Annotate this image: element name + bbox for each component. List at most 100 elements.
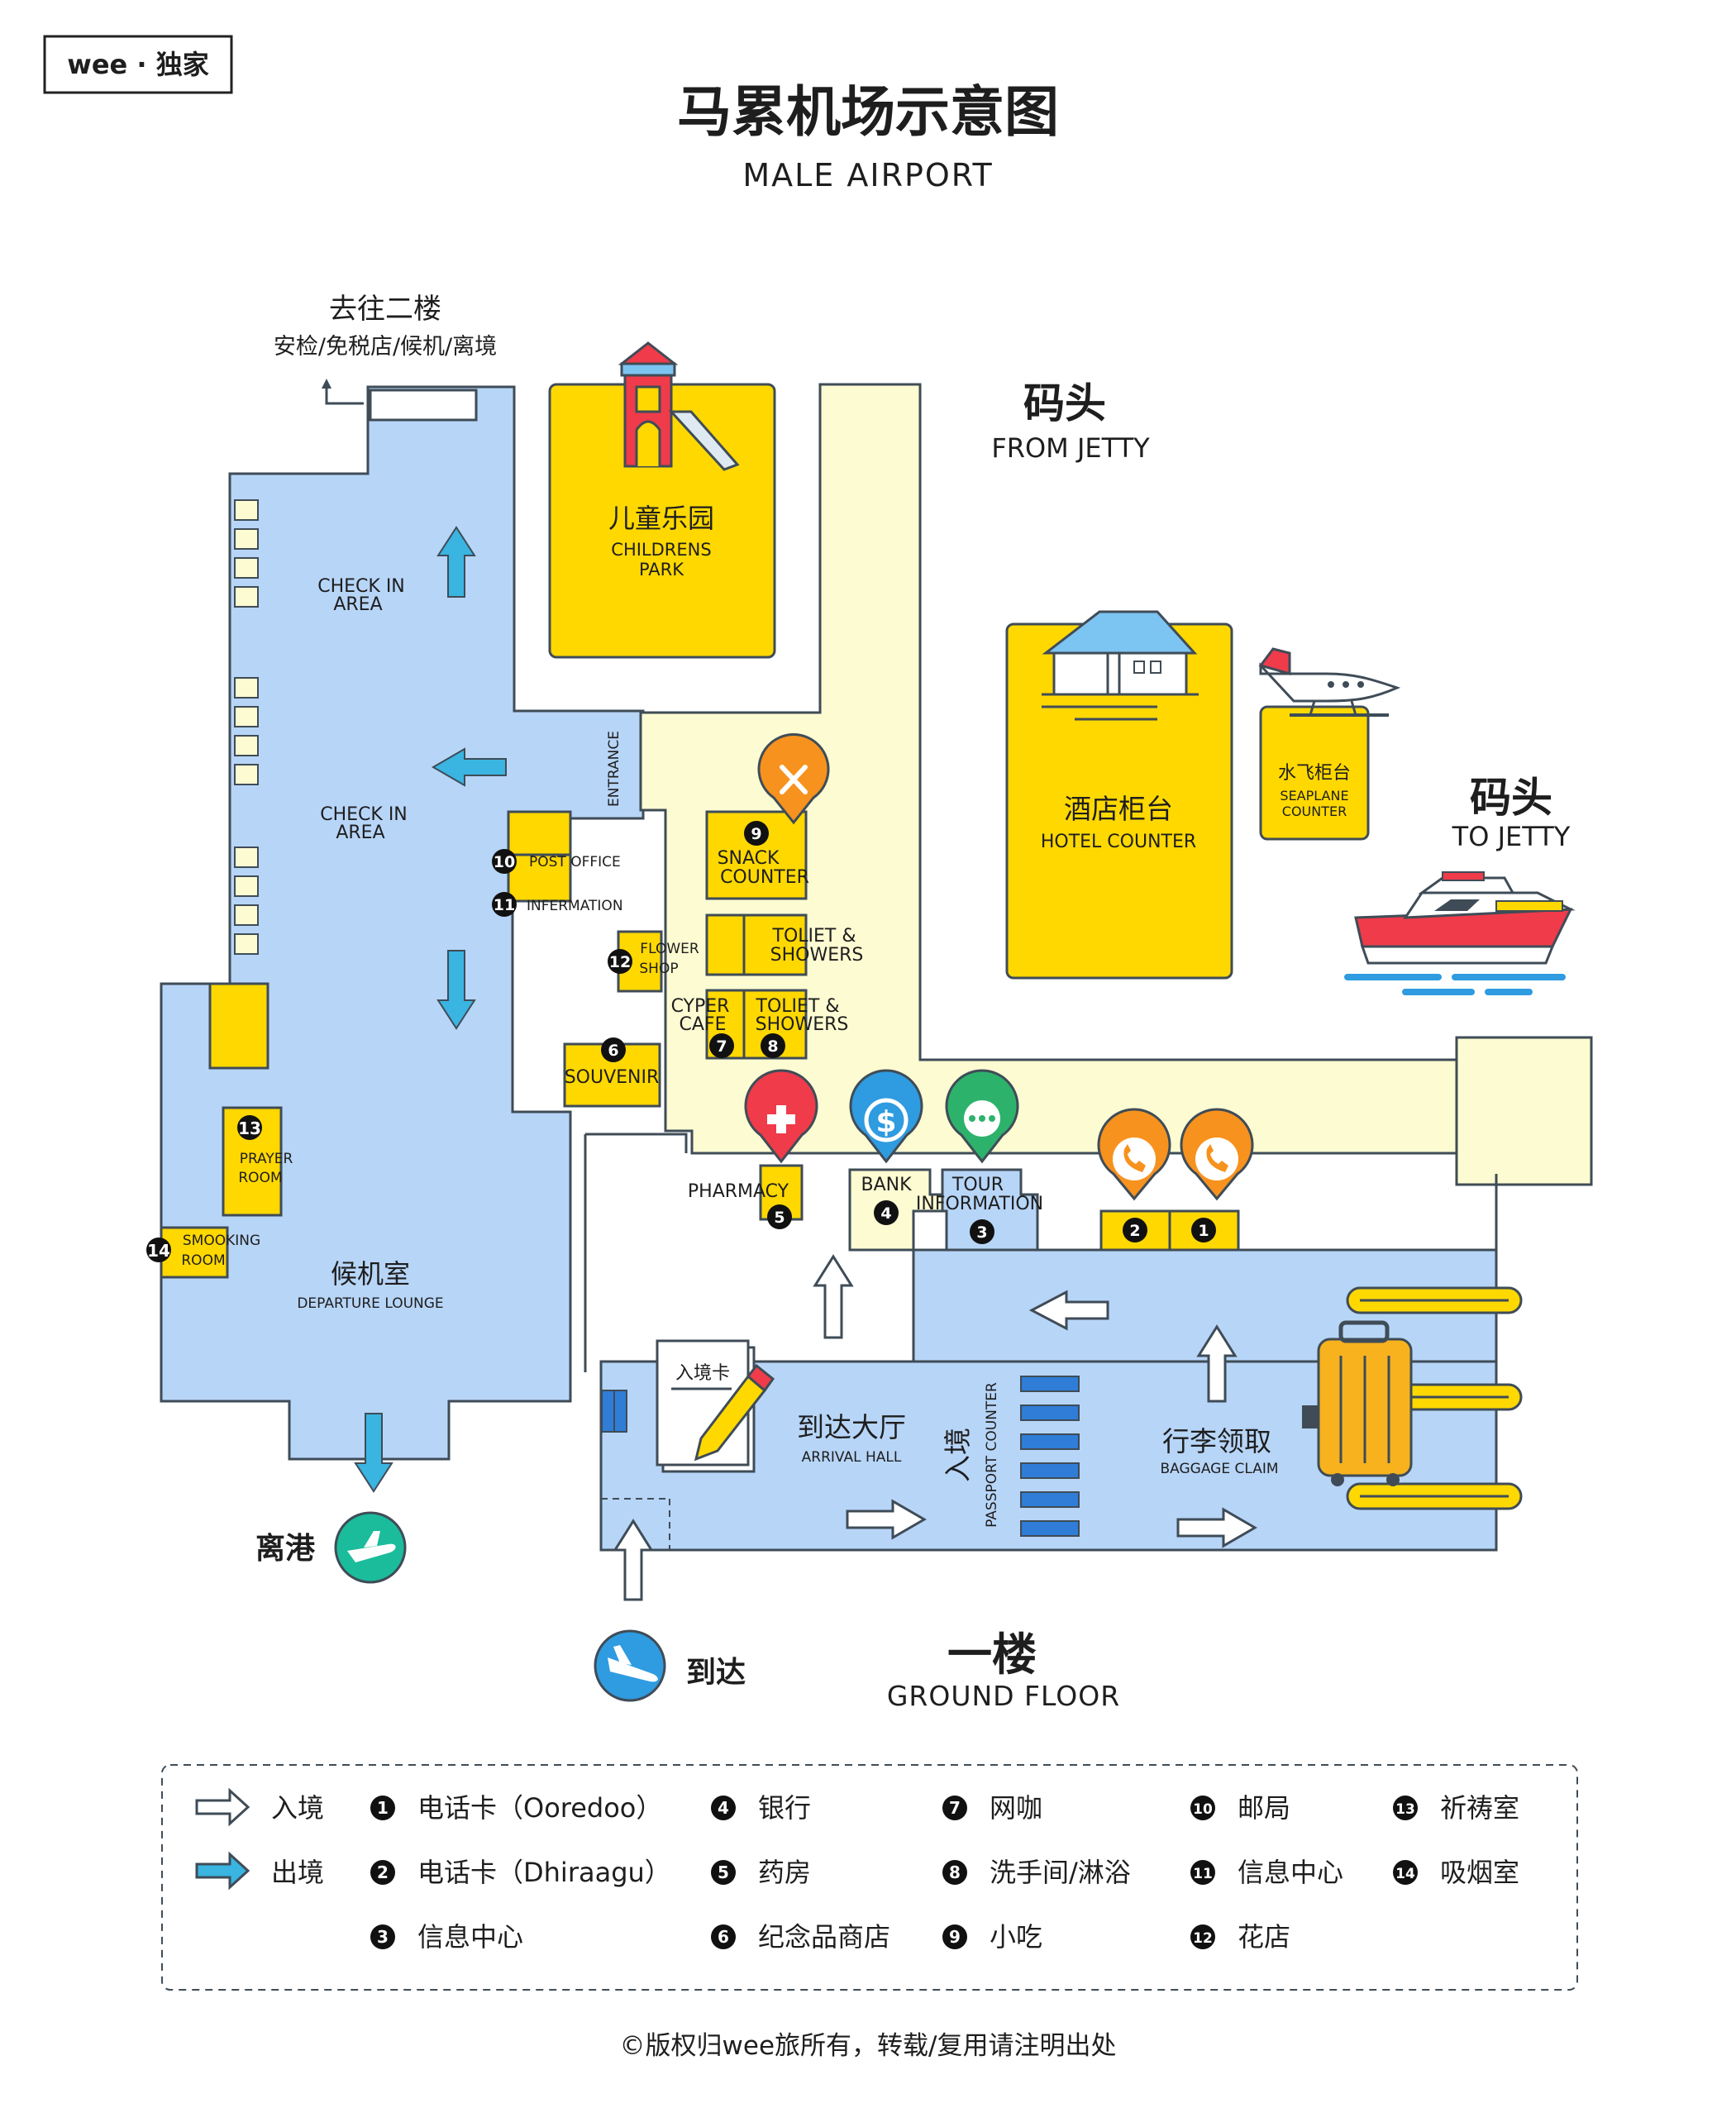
from-jetty-en: FROM JETTY: [991, 432, 1150, 464]
svg-text:14: 14: [147, 1241, 170, 1261]
pharmacy-label: PHARMACY: [688, 1181, 789, 1202]
legend-badge: [370, 1796, 395, 1820]
legend-item-label: 小吃: [990, 1921, 1042, 1953]
passport-cn: 入境: [942, 1428, 974, 1482]
svg-text:11: 11: [494, 896, 515, 914]
arrival-hall-cn: 到达大厅: [797, 1411, 906, 1443]
check-in-area-label-1: CHECK IN: [317, 576, 405, 597]
entry-arrow-up: [1196, 1324, 1238, 1403]
departure-lounge-en: DEPARTURE LOUNGE: [297, 1295, 443, 1312]
check-in-area-label-1b: AREA: [333, 594, 382, 615]
seaplane-counter: [1259, 705, 1370, 841]
arrival-card-icon: [656, 1339, 775, 1473]
infermation-desk: [507, 853, 572, 903]
legend-badge-number: 13: [1395, 1801, 1415, 1818]
toilet-2-badge: 8: [761, 1033, 785, 1058]
entry-arrow-right-1: [846, 1499, 927, 1540]
hotel-counter-en: HOTEL COUNTER: [1041, 832, 1196, 852]
smooking-room: [160, 1226, 229, 1279]
prayer-room: [222, 1106, 283, 1217]
legend-badge: [1190, 1796, 1215, 1820]
post-office-badge: 10: [492, 849, 517, 874]
upstairs-arrow-icon: [322, 379, 364, 405]
svg-text:12: 12: [609, 953, 631, 971]
legend-badge-number: 4: [718, 1798, 729, 1818]
legend-badge: [1190, 1860, 1215, 1885]
souvenir-badge: 6: [601, 1037, 626, 1062]
exit-arrow-up: [436, 526, 476, 598]
legend-badge: [370, 1860, 395, 1885]
pharmacy-pin-icon: [744, 1069, 818, 1164]
svg-text:5: 5: [774, 1209, 785, 1227]
phone-pin-icon-1: [1180, 1108, 1254, 1201]
phone-dhiraagu-badge: 2: [1123, 1218, 1147, 1242]
legend-badge: [711, 1924, 736, 1949]
svg-text:6: 6: [608, 1042, 618, 1060]
walkway-line-1: [585, 1133, 688, 1153]
flower-shop-label-2: SHOP: [639, 961, 678, 977]
exit-arrow-left: [432, 747, 507, 787]
snack-counter-badge: 9: [744, 821, 769, 846]
souvenir-label: SOUVENIR: [565, 1067, 660, 1088]
toilet-2-label-2: SHOWERS: [756, 1014, 849, 1035]
passport-en: PASSPORT COUNTER: [984, 1382, 1000, 1528]
toilet-1-label-2: SHOWERS: [770, 945, 864, 966]
svg-text:13: 13: [238, 1118, 261, 1138]
prayer-room-label-2: ROOM: [238, 1170, 282, 1186]
check-in-counters: [234, 499, 259, 955]
snack-counter-label: SNACK: [718, 848, 780, 869]
hotel-house-icon: [1042, 610, 1199, 721]
legend-box: [161, 1764, 1578, 1991]
cyper-cafe-label-2: CAFE: [680, 1014, 727, 1035]
check-in-area-label-2b: AREA: [336, 823, 384, 843]
seaplane-counter-en: SEAPLANE: [1280, 788, 1348, 804]
upstairs-title: 去往二楼: [329, 293, 441, 326]
legend-item-label: 邮局: [1238, 1792, 1290, 1824]
legend-badge: [370, 1924, 395, 1949]
cyper-cafe-label: CYPER: [671, 996, 730, 1017]
entry-arrow-left: [1028, 1290, 1109, 1331]
entry-arrow-up-2: [813, 1254, 854, 1339]
playground-icon: [618, 341, 740, 471]
departure-label: 离港: [255, 1532, 316, 1566]
arrival-card-label: 入境卡: [675, 1363, 730, 1384]
entry-arrow-up-3: [613, 1519, 654, 1601]
svg-text:4: 4: [880, 1204, 891, 1223]
legend-badge-number: 14: [1395, 1866, 1415, 1882]
legend-exit-arrow-icon: [195, 1851, 250, 1891]
restaurant-pin-icon: [757, 733, 830, 825]
legend-badge: [711, 1796, 736, 1820]
tour-information-label: TOUR: [951, 1175, 1004, 1195]
to-jetty-en: TO JETTY: [1452, 821, 1571, 852]
smooking-room-label: SMOOKING: [183, 1233, 260, 1249]
legend-badge: [942, 1796, 967, 1820]
suitcase-icon: [1302, 1320, 1413, 1486]
exit-arrow-down: [436, 950, 476, 1030]
lounge-counter: [208, 982, 269, 1070]
legend-item-label: 祈祷室: [1440, 1792, 1519, 1824]
bank-label: BANK: [861, 1175, 912, 1195]
legend-item-label: 网咖: [990, 1792, 1042, 1824]
seaplane-icon: [1258, 647, 1401, 717]
entry-arrow-right-2: [1176, 1507, 1257, 1548]
seaplane-counter-en-2: COUNTER: [1282, 804, 1347, 819]
prayer-room-badge: 13: [237, 1115, 262, 1140]
toilet-stall-a: [705, 913, 746, 976]
legend-item-label: 吸烟室: [1440, 1857, 1519, 1888]
svg-text:$: $: [875, 1105, 896, 1139]
legend-badge-number: 2: [377, 1862, 389, 1882]
bank-badge: 4: [874, 1200, 899, 1225]
toilet-2-label: TOLIET &: [756, 996, 840, 1017]
cyper-cafe-badge: 7: [709, 1033, 734, 1058]
floor-cn: 一楼: [947, 1629, 1037, 1681]
legend-badge: [1393, 1796, 1418, 1820]
legend-badge-number: 7: [949, 1798, 961, 1818]
legend-item-7: 7 网咖: [942, 1792, 1042, 1824]
legend-item-label: 药房: [758, 1857, 811, 1888]
